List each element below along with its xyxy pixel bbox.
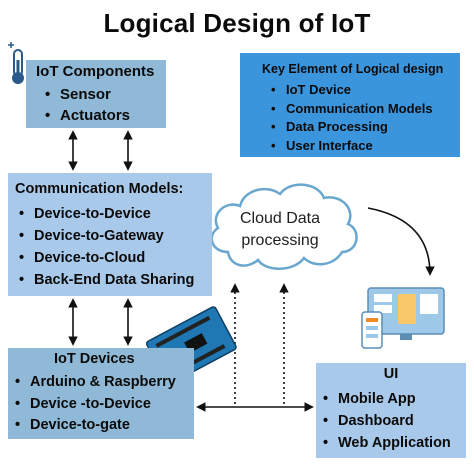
list-item: Device-to-Gateway [19,225,194,247]
list-item: Device-to-gate [15,415,176,437]
list-item: Arduino & Raspberry [15,372,176,394]
list-item: Dashboard [323,410,451,432]
iot-devices-heading: IoT Devices [54,351,135,367]
list-item: Device-to-Cloud [19,247,194,269]
curved-arrow-cloud-ui [367,207,435,276]
cloud-label: Cloud Data processing [218,208,342,252]
cloud-label-line2: processing [241,232,319,249]
page-title: Logical Design of IoT [103,8,371,38]
list-item: Web Application [323,432,451,454]
list-item: Back-End Data Sharing [19,269,194,291]
ui-box: UI Mobile App Dashboard Web Application [316,363,466,458]
key-element-box: Key Element of Logical design IoT Device… [240,53,460,157]
communication-models-box: Communication Models: Device-to-Device D… [8,173,212,296]
iot-devices-box: IoT Devices Arduino & Raspberry Device -… [8,348,194,439]
cloud-label-line1: Cloud Data [239,210,321,227]
list-item: IoT Device [271,81,433,100]
cloud-shape [210,183,358,270]
list-item: Mobile App [323,388,451,410]
list-item: Communication Models [271,100,433,119]
communication-models-list: Device-to-Device Device-to-Gateway Devic… [19,203,194,291]
key-element-list: IoT Device Communication Models Data Pro… [271,81,433,156]
list-item: User Interface [271,137,433,156]
iot-components-box: IoT Components Sensor Actuators [26,60,166,128]
list-item: Device-to-Device [19,203,194,225]
list-item: Sensor [45,84,130,105]
communication-models-heading: Communication Models: [15,181,184,197]
dashboard-screen-icon [361,287,445,349]
list-item: Actuators [45,105,130,126]
thermometer-icon [8,42,24,84]
ui-list: Mobile App Dashboard Web Application [323,388,451,454]
iot-components-list: Sensor Actuators [45,84,130,126]
list-item: Device -to-Device [15,394,176,416]
iot-components-heading: IoT Components [36,63,155,80]
iot-devices-list: Arduino & Raspberry Device -to-Device De… [15,372,176,437]
key-element-heading: Key Element of Logical design [262,62,444,76]
ui-heading: UI [383,366,399,382]
list-item: Data Processing [271,118,433,137]
